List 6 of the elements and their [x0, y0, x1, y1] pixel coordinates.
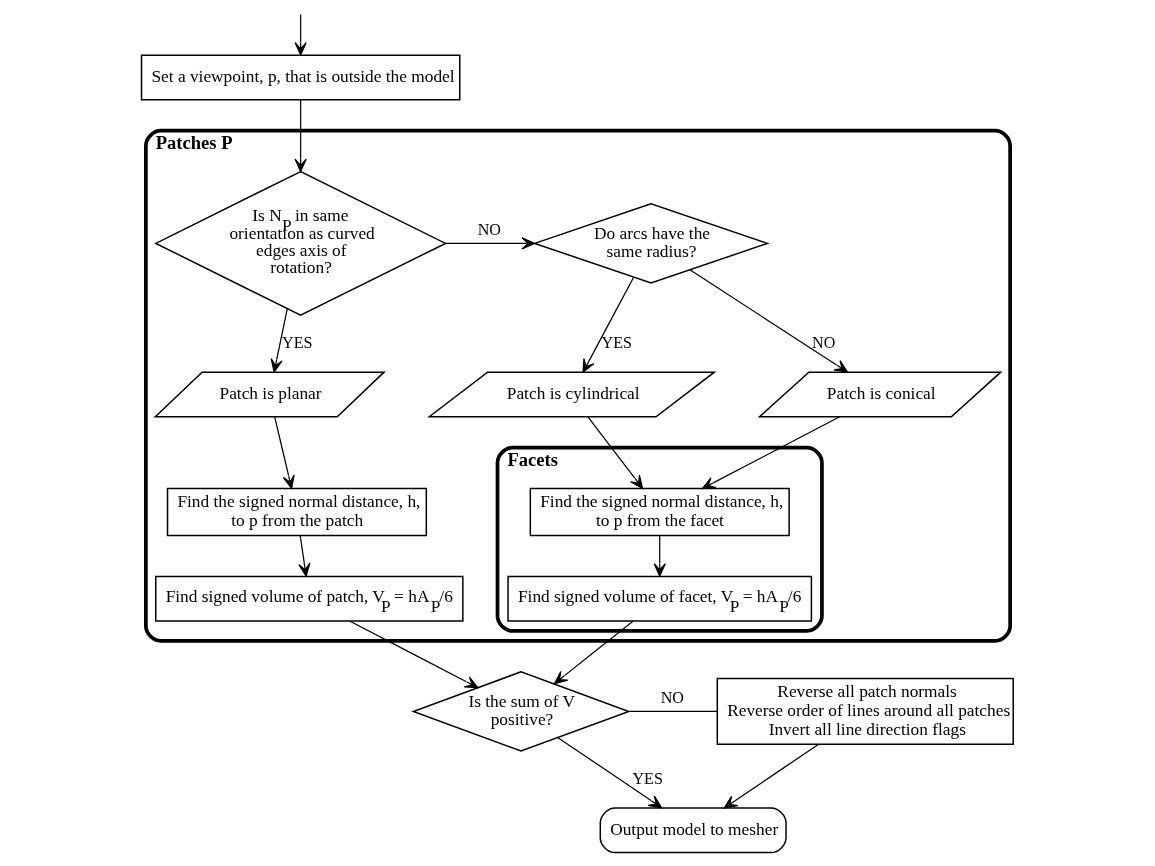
edge-label: NO	[811, 333, 835, 351]
edge-label: YES	[281, 333, 312, 351]
edge-label: NO	[477, 221, 501, 239]
edge-label: NO	[660, 689, 684, 707]
edge-label: YES	[601, 333, 632, 351]
edge-label: YES	[631, 769, 663, 787]
